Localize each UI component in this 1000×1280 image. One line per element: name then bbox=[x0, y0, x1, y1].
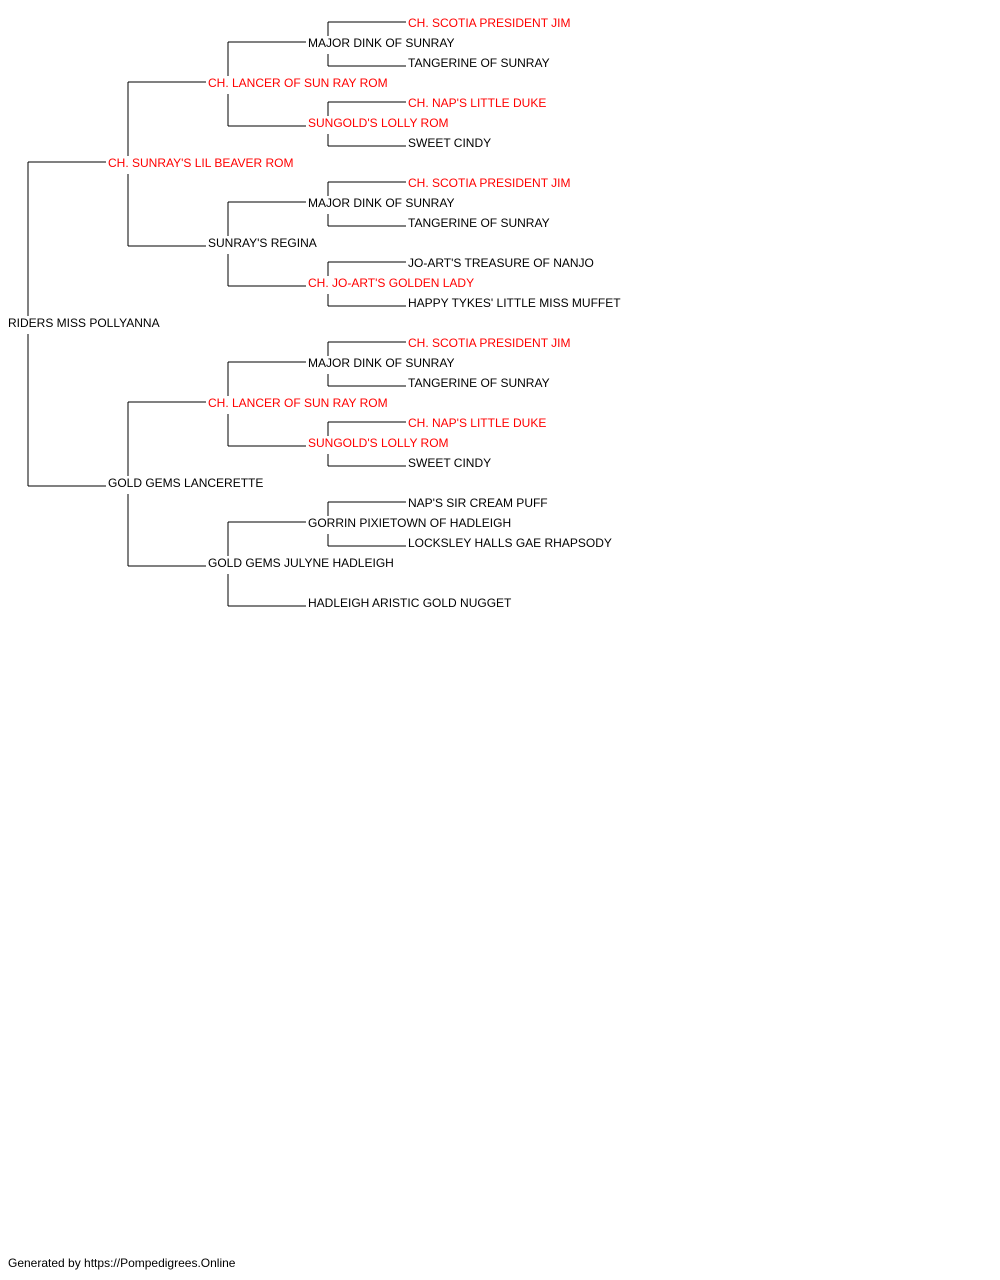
ancestor-root-sire-sire-dam-sire: CH. NAP'S LITTLE DUKE bbox=[408, 96, 546, 110]
ancestor-root-sire-dam-dam-dam: HAPPY TYKES' LITTLE MISS MUFFET bbox=[408, 296, 621, 310]
ancestor-root-sire-sire-sire-dam: TANGERINE OF SUNRAY bbox=[408, 56, 550, 70]
ancestor-root-dam-dam-sire-dam: LOCKSLEY HALLS GAE RHAPSODY bbox=[408, 536, 612, 550]
ancestor-root-dam: GOLD GEMS LANCERETTE bbox=[108, 476, 263, 490]
ancestor-root-sire-dam-sire-dam: TANGERINE OF SUNRAY bbox=[408, 216, 550, 230]
ancestor-root-sire-sire: CH. LANCER OF SUN RAY ROM bbox=[208, 76, 388, 90]
ancestor-root-sire-dam: SUNRAY'S REGINA bbox=[208, 236, 317, 250]
ancestor-root-dam-sire-dam-dam: SWEET CINDY bbox=[408, 456, 491, 470]
ancestor-root-dam-dam-dam: HADLEIGH ARISTIC GOLD NUGGET bbox=[308, 596, 512, 610]
ancestor-root-dam-dam-sire: GORRIN PIXIETOWN OF HADLEIGH bbox=[308, 516, 511, 530]
ancestor-root-dam-sire-sire-sire: CH. SCOTIA PRESIDENT JIM bbox=[408, 336, 570, 350]
pedigree-tree: RIDERS MISS POLLYANNA CH. SUNRAY'S LIL BE… bbox=[8, 16, 621, 610]
ancestor-root-dam-sire-sire-dam: TANGERINE OF SUNRAY bbox=[408, 376, 550, 390]
ancestor-root-dam-sire-dam: SUNGOLD'S LOLLY ROM bbox=[308, 436, 449, 450]
ancestor-root-sire-dam-dam-sire: JO-ART'S TREASURE OF NANJO bbox=[408, 256, 594, 270]
ancestor-root-sire: CH. SUNRAY'S LIL BEAVER ROM bbox=[108, 156, 293, 170]
ancestor-root-sire-sire-dam-dam: SWEET CINDY bbox=[408, 136, 491, 150]
ancestor-root-dam-sire: CH. LANCER OF SUN RAY ROM bbox=[208, 396, 388, 410]
footer-credit: Generated by https://Pompedigrees.Online bbox=[8, 1256, 236, 1270]
ancestor-root-sire-sire-sire-sire: CH. SCOTIA PRESIDENT JIM bbox=[408, 16, 570, 30]
ancestor-root-sire-dam-dam: CH. JO-ART'S GOLDEN LADY bbox=[308, 276, 474, 290]
ancestor-root-dam-dam-sire-sire: NAP'S SIR CREAM PUFF bbox=[408, 496, 548, 510]
ancestor-root-dam-dam: GOLD GEMS JULYNE HADLEIGH bbox=[208, 556, 394, 570]
ancestor-root: RIDERS MISS POLLYANNA bbox=[8, 316, 160, 330]
ancestor-root-sire-dam-sire: MAJOR DINK OF SUNRAY bbox=[308, 196, 454, 210]
ancestor-root-sire-sire-sire: MAJOR DINK OF SUNRAY bbox=[308, 36, 454, 50]
ancestor-root-sire-sire-dam: SUNGOLD'S LOLLY ROM bbox=[308, 116, 449, 130]
ancestor-root-sire-dam-sire-sire: CH. SCOTIA PRESIDENT JIM bbox=[408, 176, 570, 190]
ancestor-root-dam-sire-dam-sire: CH. NAP'S LITTLE DUKE bbox=[408, 416, 546, 430]
ancestor-root-dam-sire-sire: MAJOR DINK OF SUNRAY bbox=[308, 356, 454, 370]
